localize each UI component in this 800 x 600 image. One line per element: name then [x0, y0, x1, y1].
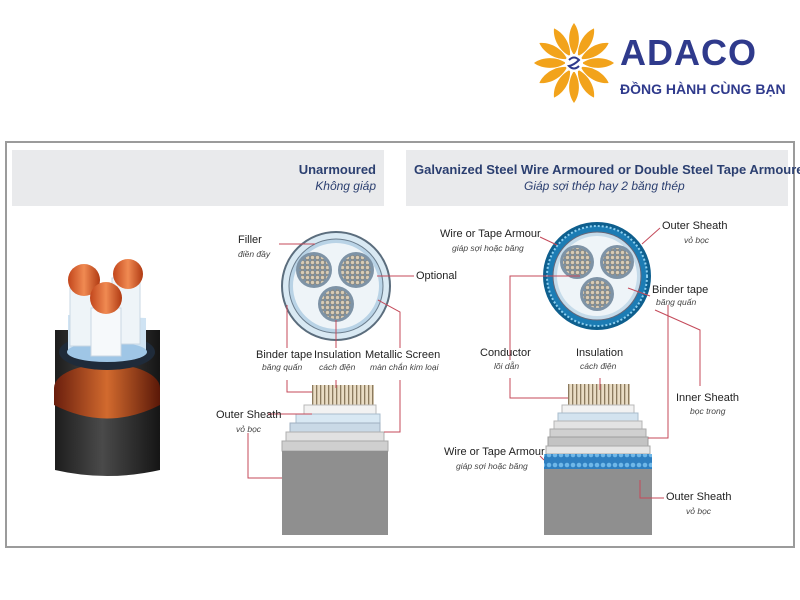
label-armoured-binder-tape: Binder tape: [652, 284, 709, 296]
header-armoured: Galvanized Steel Wire Armoured or Double…: [406, 150, 800, 206]
cable-photo: [54, 259, 160, 476]
armoured-cross-section: [543, 222, 651, 330]
label-conductor-vi: lõi dẫn: [494, 361, 520, 371]
unarmoured-layers: [281, 385, 389, 535]
label-armoured-insulation: Insulation: [576, 347, 624, 359]
label-binder-tape-vi: băng quấn: [262, 362, 303, 372]
label-inner-sheath-vi: bọc trong: [690, 406, 726, 416]
label-wire-tape-armour-top: Wire or Tape Armour: [440, 228, 541, 240]
header-unarmoured-subtitle: Không giáp: [315, 179, 376, 193]
logo-petal: [553, 28, 571, 57]
logo-petal: [569, 23, 579, 55]
logo-petal: [582, 58, 614, 68]
label-insulation: Insulation: [314, 349, 362, 361]
label-conductor: Conductor: [480, 347, 531, 359]
label-filler: Filler: [238, 234, 262, 246]
label-outer-sheath-vi: vỏ bọc: [236, 424, 262, 434]
header-armoured-title: Galvanized Steel Wire Armoured or Double…: [414, 162, 800, 177]
header-armoured-subtitle: Giáp sợi thép hay 2 băng thép: [524, 179, 685, 193]
armoured-layers: [544, 384, 652, 535]
header-unarmoured-title: Unarmoured: [298, 162, 376, 177]
label-outer-sheath-bottom-vi: vỏ bọc: [686, 506, 712, 516]
label-outer-sheath-top: Outer Sheath: [662, 220, 728, 232]
label-outer-sheath: Outer Sheath: [216, 409, 282, 421]
logo-petal: [577, 69, 595, 98]
label-inner-sheath: Inner Sheath: [676, 392, 739, 404]
label-insulation-vi: cách điện: [319, 362, 356, 372]
logo-petal: [580, 66, 609, 84]
label-binder-tape: Binder tape: [256, 349, 313, 361]
logo-petal: [580, 42, 609, 60]
label-wire-tape-armour-top-vi: giáp sợi hoặc băng: [452, 243, 524, 253]
brand-name: ADACO: [620, 32, 757, 73]
logo-petal: [534, 58, 566, 68]
header-unarmoured: Unarmoured Không giáp: [12, 150, 384, 206]
brand-slogan: ĐỒNG HÀNH CÙNG BẠN: [620, 81, 786, 97]
unarmoured-cross-section: [281, 231, 391, 341]
label-wire-tape-armour-bottom: Wire or Tape Armour: [444, 446, 545, 458]
logo-petal: [539, 42, 568, 60]
logo-petal: [539, 66, 568, 84]
label-wire-tape-armour-bottom-vi: giáp sợi hoặc băng: [456, 461, 528, 471]
label-metallic-screen-vi: màn chắn kim loại: [370, 362, 439, 372]
logo-petal: [577, 28, 595, 57]
armoured-leader-lines: [509, 227, 701, 499]
label-outer-sheath-bottom: Outer Sheath: [666, 491, 732, 503]
label-filler-vi: điền đầy: [238, 249, 271, 259]
logo-petal: [553, 69, 571, 98]
logo-swirl: [566, 56, 581, 70]
label-outer-sheath-top-vi: vỏ bọc: [684, 235, 710, 245]
logo-petal: [569, 71, 579, 103]
label-armoured-insulation-vi: cách điện: [580, 361, 617, 371]
label-armoured-binder-tape-vi: băng quấn: [656, 297, 697, 307]
label-optional: Optional: [416, 270, 457, 282]
unarmoured-leader-lines: [247, 243, 414, 479]
label-metallic-screen: Metallic Screen: [365, 349, 441, 361]
